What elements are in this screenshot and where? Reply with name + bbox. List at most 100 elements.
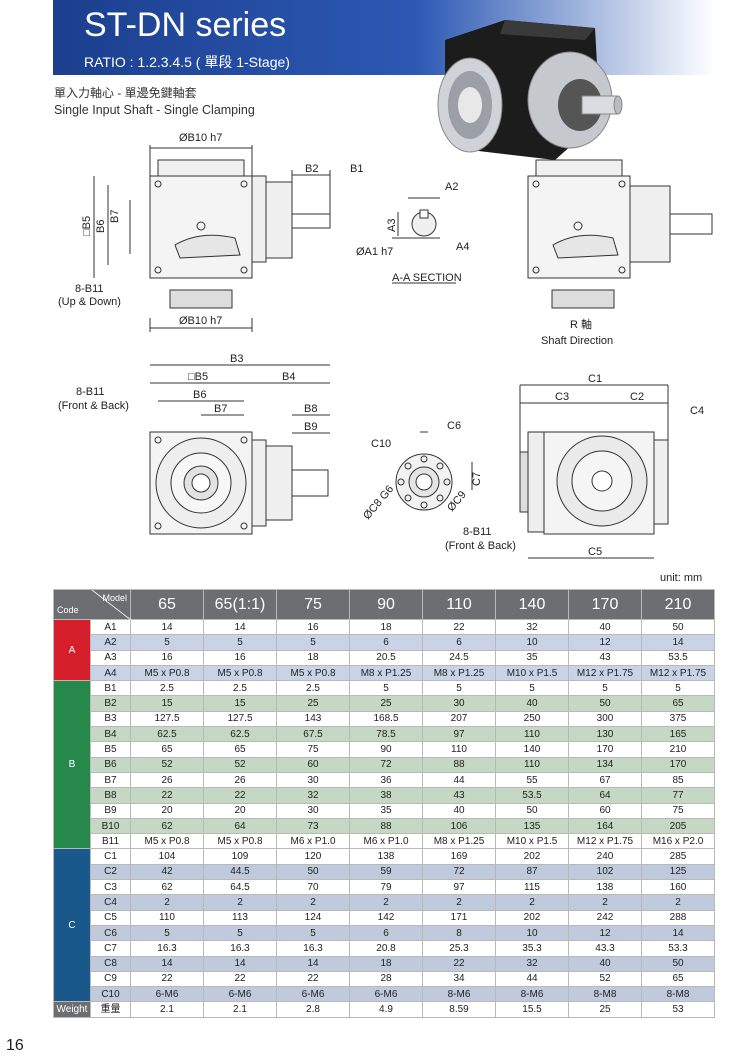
value-cell: 202 xyxy=(495,848,569,865)
value-cell: 50 xyxy=(641,955,715,972)
group-label: B xyxy=(53,680,91,850)
value-cell: 102 xyxy=(568,863,642,881)
label-c3: C3 xyxy=(555,391,569,403)
value-cell: 6 xyxy=(349,634,423,651)
value-cell: 205 xyxy=(641,817,715,835)
label-b6: B6 xyxy=(95,220,107,233)
label-c10: C10 xyxy=(371,438,391,450)
code-cell: B11 xyxy=(90,833,131,850)
value-cell: 65 xyxy=(203,741,277,758)
value-cell: 5 xyxy=(568,680,642,697)
value-cell: 2.5 xyxy=(203,680,277,697)
value-cell: 50 xyxy=(568,695,642,712)
value-cell: 18 xyxy=(349,618,423,636)
value-cell: 2 xyxy=(203,894,277,911)
weight-value: 2.8 xyxy=(276,1001,350,1018)
model-header: 65 xyxy=(130,589,204,620)
code-cell: A1 xyxy=(90,618,131,636)
value-cell: M5 x P0.8 xyxy=(203,664,277,682)
label-b11-updown-note: (Up & Down) xyxy=(58,296,121,308)
model-header: 210 xyxy=(641,589,715,620)
value-cell: 18 xyxy=(349,955,423,972)
value-cell: 210 xyxy=(641,741,715,758)
value-cell: 8-M6 xyxy=(422,986,496,1003)
value-cell: 120 xyxy=(276,848,350,865)
unit-label: unit: mm xyxy=(660,572,703,584)
code-cell: C3 xyxy=(90,879,131,896)
label-b11-side: 8-B11 xyxy=(463,526,492,538)
header-banner xyxy=(53,0,715,75)
value-cell: 64.5 xyxy=(203,879,277,896)
value-cell: 5 xyxy=(203,924,277,942)
code-cell: B7 xyxy=(90,771,131,789)
value-cell: M6 x P1.0 xyxy=(276,833,350,850)
value-cell: M5 x P0.8 xyxy=(130,833,204,850)
value-cell: 55 xyxy=(495,771,569,789)
label-b10-top: ØB10 h7 xyxy=(179,132,222,144)
corner-code-label: Code xyxy=(57,605,79,615)
product-photo xyxy=(437,20,623,160)
value-cell: 6-M6 xyxy=(203,986,277,1003)
value-cell: 6 xyxy=(349,924,423,942)
value-cell: 109 xyxy=(203,848,277,865)
value-cell: 164 xyxy=(568,817,642,835)
value-cell: 25.3 xyxy=(422,940,496,957)
label-b5: □B5 xyxy=(81,216,93,236)
value-cell: 115 xyxy=(495,879,569,896)
value-cell: 110 xyxy=(130,909,204,926)
label-b4: B4 xyxy=(282,371,295,383)
value-cell: 78.5 xyxy=(349,726,423,743)
model-header: 90 xyxy=(349,589,423,620)
value-cell: 32 xyxy=(276,787,350,804)
value-cell: M16 x P2.0 xyxy=(641,833,715,850)
weight-value: 2.1 xyxy=(203,1001,277,1018)
value-cell: 42 xyxy=(130,863,204,881)
value-cell: 85 xyxy=(641,771,715,789)
value-cell: M6 x P1.0 xyxy=(349,833,423,850)
value-cell: 25 xyxy=(276,695,350,712)
code-cell: B8 xyxy=(90,787,131,804)
value-cell: 77 xyxy=(641,787,715,804)
value-cell: 5 xyxy=(276,634,350,651)
value-cell: 50 xyxy=(495,802,569,819)
model-header: 110 xyxy=(422,589,496,620)
code-cell: B6 xyxy=(90,756,131,773)
value-cell: 250 xyxy=(495,710,569,728)
value-cell: 5 xyxy=(641,680,715,697)
value-cell: 30 xyxy=(276,771,350,789)
value-cell: 5 xyxy=(276,924,350,942)
model-header: 65(1:1) xyxy=(203,589,277,620)
value-cell: 240 xyxy=(568,848,642,865)
code-cell: C4 xyxy=(90,894,131,911)
label-c8: ØC8 G6 xyxy=(361,483,396,522)
value-cell: 22 xyxy=(130,970,204,988)
value-cell: 59 xyxy=(349,863,423,881)
value-cell: 53.5 xyxy=(641,649,715,666)
value-cell: 12 xyxy=(568,634,642,651)
value-cell: 62 xyxy=(130,879,204,896)
value-cell: 106 xyxy=(422,817,496,835)
value-cell: 44.5 xyxy=(203,863,277,881)
value-cell: 50 xyxy=(276,863,350,881)
side-view-1 xyxy=(93,145,331,332)
value-cell: 5 xyxy=(130,924,204,942)
weight-value: 15.5 xyxy=(495,1001,569,1018)
value-cell: 14 xyxy=(203,618,277,636)
value-cell: M8 x P1.25 xyxy=(349,664,423,682)
value-cell: 104 xyxy=(130,848,204,865)
value-cell: 6-M6 xyxy=(130,986,204,1003)
model-header: 170 xyxy=(568,589,642,620)
value-cell: 143 xyxy=(276,710,350,728)
code-cell: B2 xyxy=(90,695,131,712)
value-cell: 2.5 xyxy=(130,680,204,697)
label-c4: C4 xyxy=(690,405,704,417)
value-cell: 2 xyxy=(276,894,350,911)
subtitle-chinese: 單入力軸心 - 單邊免鍵軸套 xyxy=(54,86,197,100)
